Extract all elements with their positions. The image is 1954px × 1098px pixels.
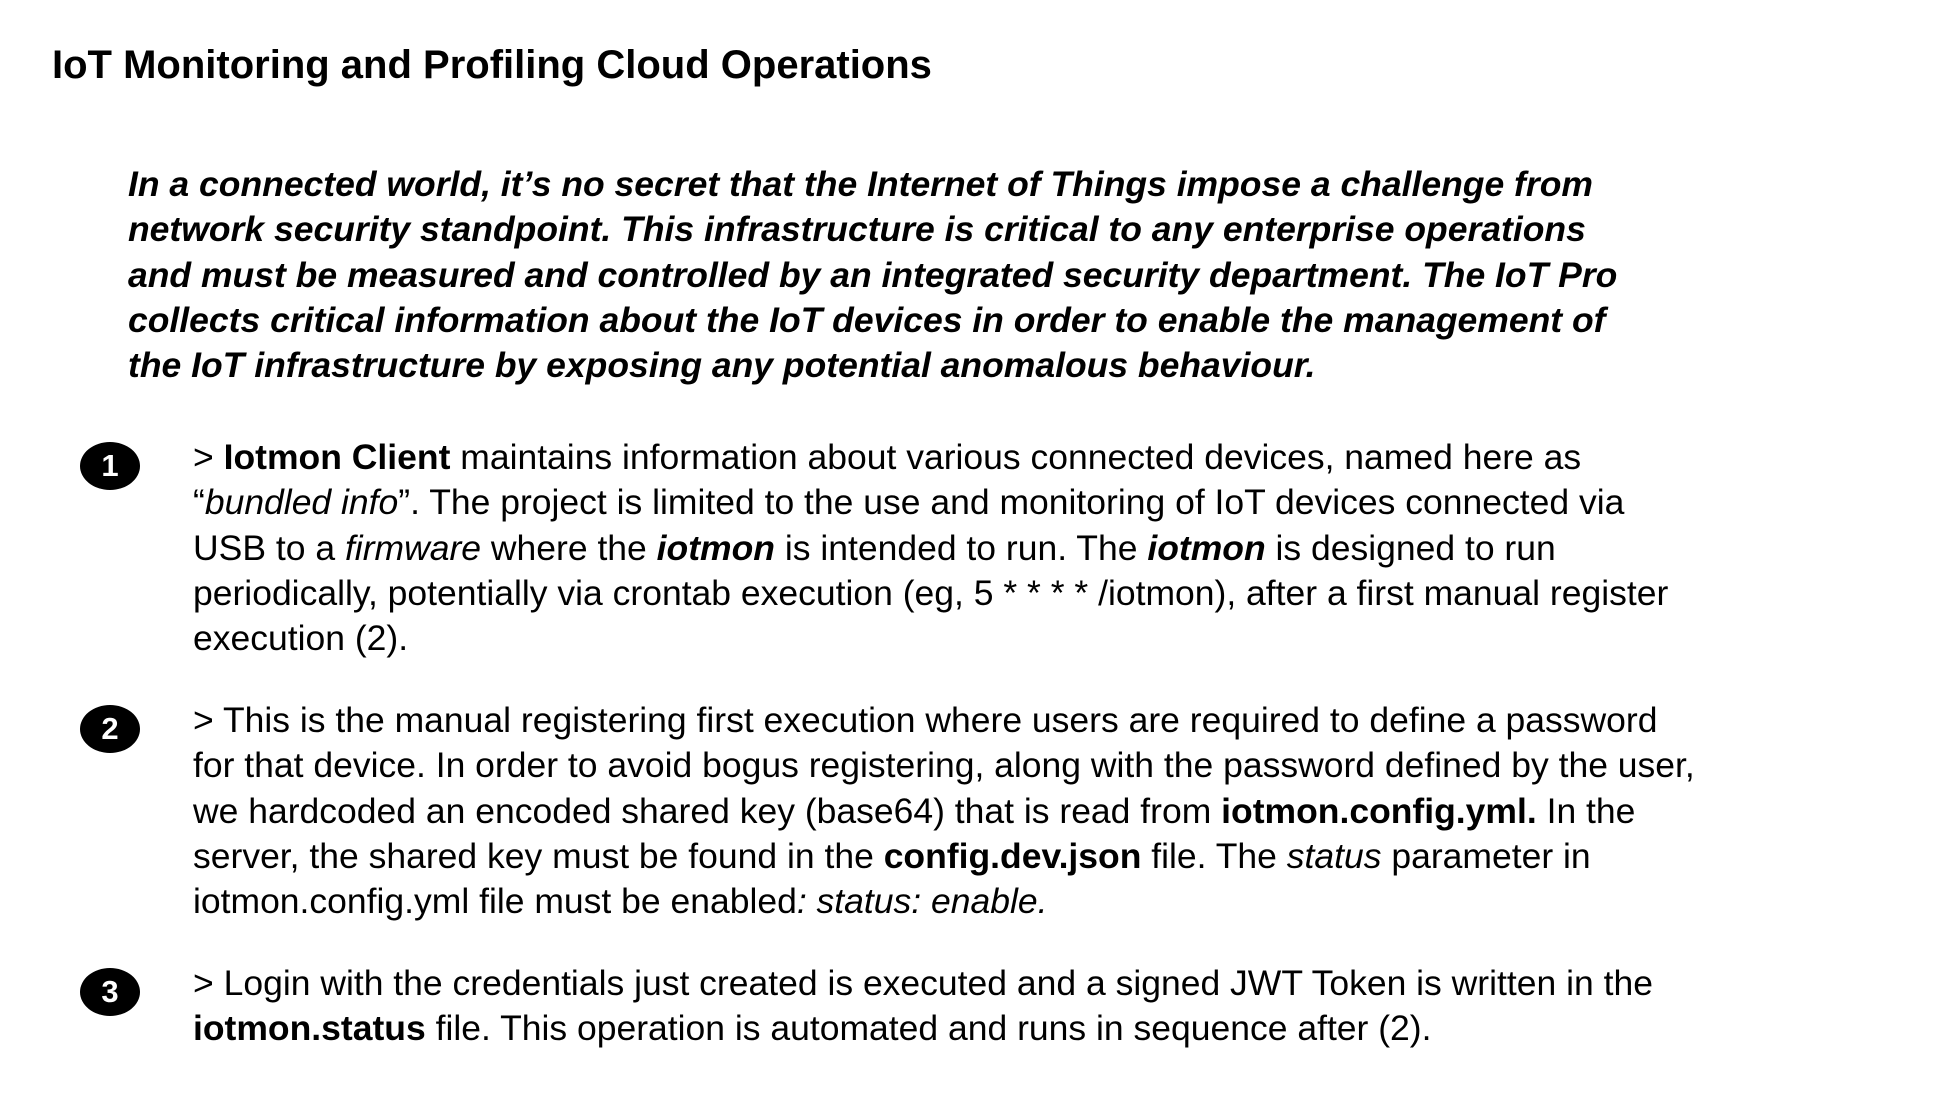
text-segment: parameter in xyxy=(1381,835,1591,876)
status-term: status xyxy=(1286,835,1382,876)
text-segment: USB to a xyxy=(193,527,345,568)
config-file-name: iotmon.config.yml. xyxy=(1221,790,1537,831)
item-1-line: execution (2). xyxy=(193,618,409,659)
item-2-line: iotmon.config.yml file must be enabled: … xyxy=(193,879,1883,924)
page-title: IoT Monitoring and Profiling Cloud Opera… xyxy=(52,43,932,87)
number-badge-3: 3 xyxy=(80,968,140,1016)
server-config-file-name: config.dev.json xyxy=(883,835,1142,876)
text-segment: we hardcoded an encoded shared key (base… xyxy=(193,790,1222,831)
item-1-line: > Iotmon Client maintains information ab… xyxy=(193,435,1883,480)
intro-line: In a connected world, it’s no secret tha… xyxy=(128,164,1593,204)
text-segment: is designed to run xyxy=(1265,527,1556,568)
text-segment: In the xyxy=(1536,790,1636,831)
intro-line: collects critical information about the … xyxy=(128,299,1606,340)
text-segment: maintains information about various conn… xyxy=(450,437,1582,477)
text-segment: server, the shared key must be found in … xyxy=(193,835,884,876)
text-segment: ”. The project is limited to the use and… xyxy=(398,482,1625,523)
intro-line: network security standpoint. This infras… xyxy=(128,209,1586,250)
text-segment: > xyxy=(193,437,224,477)
status-file-name: iotmon.status xyxy=(193,1008,426,1049)
intro-line: the IoT infrastructure by exposing any p… xyxy=(128,345,1316,386)
iotmon-client-label: Iotmon Client xyxy=(223,437,451,477)
iotmon-term: iotmon xyxy=(1147,527,1266,568)
item-2-line: server, the shared key must be found in … xyxy=(193,834,1883,879)
text-segment: where the xyxy=(481,527,657,568)
number-badge-2: 2 xyxy=(80,705,140,753)
status-enable-term: : status: enable. xyxy=(796,881,1048,922)
item-2-line: > This is the manual registering first e… xyxy=(193,700,1658,740)
item-3-line: > Login with the credentials just create… xyxy=(193,963,1653,1003)
item-3-line: iotmon.status file. This operation is au… xyxy=(193,1006,1883,1051)
firmware-term: firmware xyxy=(344,527,482,568)
text-segment: file. This operation is automated and ru… xyxy=(425,1008,1432,1049)
item-2-line: we hardcoded an encoded shared key (base… xyxy=(193,789,1883,834)
intro-paragraph: In a connected world, it’s no secret tha… xyxy=(128,162,1888,388)
item-2-line: for that device. In order to avoid bogus… xyxy=(193,745,1695,786)
item-1-line: USB to a firmware where the iotmon is in… xyxy=(193,526,1883,571)
item-1-line: periodically, potentially via crontab ex… xyxy=(193,572,1669,613)
item-3-text: > Login with the credentials just create… xyxy=(193,961,1883,1052)
bundled-info-term: bundled info xyxy=(204,482,399,523)
text-segment: iotmon.config.yml file must be enabled xyxy=(193,881,797,922)
text-segment: file. The xyxy=(1141,835,1287,876)
text-segment: “ xyxy=(193,482,205,523)
text-segment: is intended to run. The xyxy=(774,527,1148,568)
iotmon-term: iotmon xyxy=(656,527,775,568)
item-1-text: > Iotmon Client maintains information ab… xyxy=(193,435,1883,661)
item-2-text: > This is the manual registering first e… xyxy=(193,698,1883,924)
number-badge-1: 1 xyxy=(80,442,140,490)
item-1-line: “bundled info”. The project is limited t… xyxy=(193,480,1883,525)
intro-line: and must be measured and controlled by a… xyxy=(128,254,1618,295)
